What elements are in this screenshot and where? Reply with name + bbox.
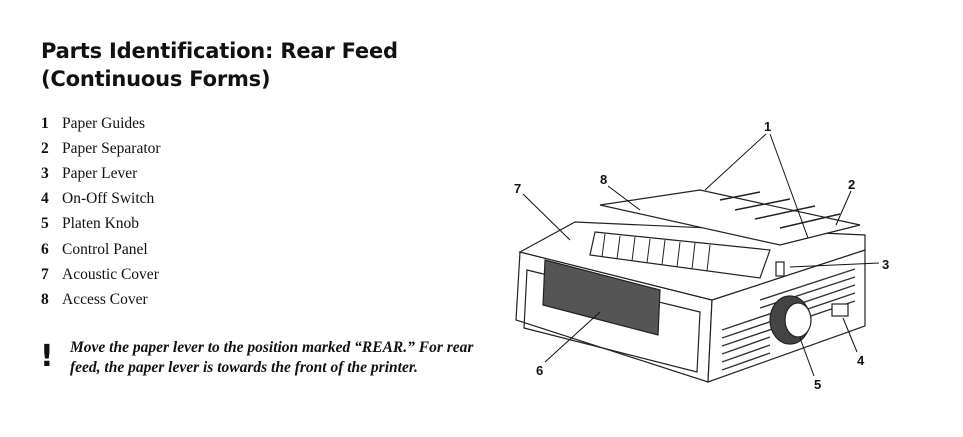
printer-illustration	[515, 189, 866, 383]
part-label: Platen Knob	[62, 215, 140, 233]
list-item: 3 Paper Lever	[41, 161, 161, 186]
list-item: 2 Paper Separator	[41, 136, 161, 161]
page-title: Parts Identification: Rear Feed (Continu…	[41, 37, 398, 93]
callout-3: 3	[882, 257, 889, 272]
parts-list: 1 Paper Guides 2 Paper Separator 3 Paper Le…	[41, 111, 161, 313]
part-number: 5	[41, 215, 49, 233]
part-number: 2	[41, 139, 49, 157]
note-text: Move the paper lever to the position mar…	[70, 339, 474, 376]
callout-4: 4	[857, 353, 865, 368]
part-label: Paper Lever	[62, 164, 138, 182]
switch-graphic	[831, 303, 849, 317]
exclamation-icon: !	[40, 339, 54, 374]
part-number: 7	[41, 265, 49, 283]
title-line-1: Parts Identification: Rear Feed	[41, 39, 398, 63]
part-number: 3	[41, 164, 49, 182]
callout-1: 1	[764, 119, 771, 134]
list-item: 5 Platen Knob	[41, 212, 161, 237]
part-label: Acoustic Cover	[62, 265, 159, 283]
list-item: 8 Access Cover	[41, 287, 161, 312]
callout-2: 2	[848, 177, 855, 192]
part-number: 6	[41, 240, 49, 258]
list-item: 4 On-Off Switch	[41, 187, 161, 212]
part-label: Control Panel	[62, 240, 148, 258]
list-item: 1 Paper Guides	[41, 111, 161, 136]
part-label: On-Off Switch	[62, 190, 155, 208]
part-number: 1	[41, 114, 49, 132]
part-label: Paper Guides	[62, 114, 146, 132]
control-panel-graphic	[542, 259, 661, 336]
callout-7: 7	[514, 181, 521, 196]
list-item: 6 Control Panel	[41, 237, 161, 262]
list-item: 7 Acoustic Cover	[41, 262, 161, 287]
callout-5: 5	[814, 377, 821, 392]
callout-6: 6	[536, 363, 543, 378]
leader-lines	[522, 133, 880, 377]
part-label: Paper Separator	[62, 139, 161, 157]
part-number: 8	[41, 290, 49, 308]
part-label: Access Cover	[62, 290, 148, 308]
callout-8: 8	[600, 172, 607, 187]
part-number: 4	[41, 190, 49, 208]
title-line-2: (Continuous Forms)	[41, 67, 271, 91]
